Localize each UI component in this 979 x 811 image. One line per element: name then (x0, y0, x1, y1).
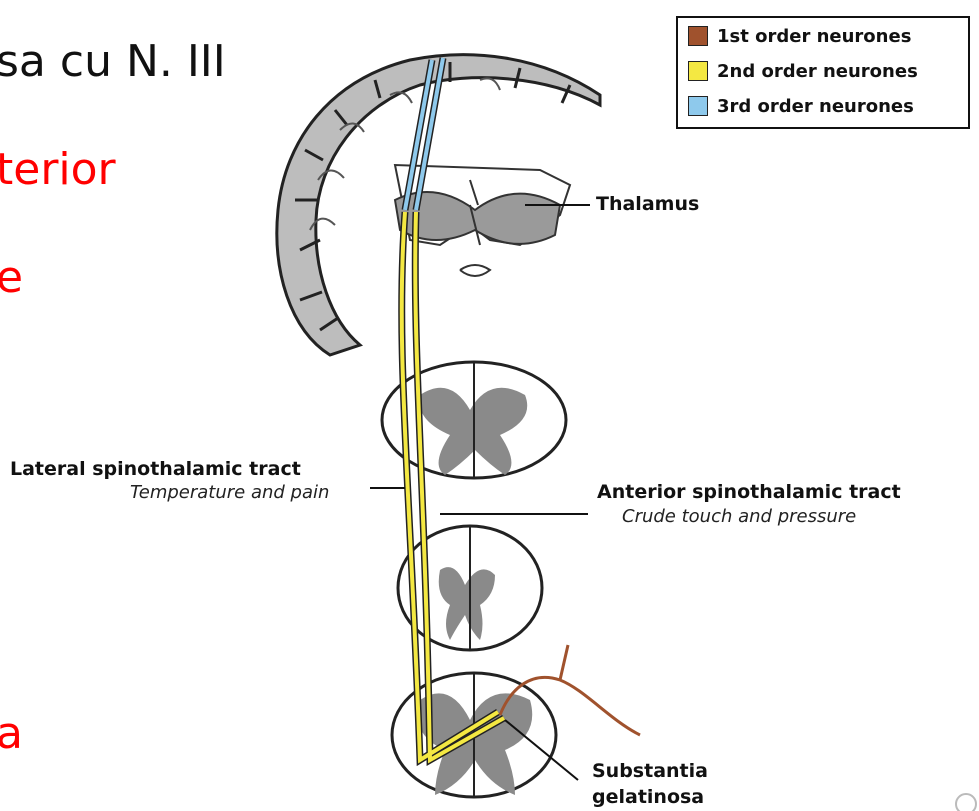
legend-item-second-order: 2nd order neurones (688, 59, 918, 83)
substantia-label-line-2: gelatinosa (592, 786, 704, 808)
substantia-label-line-1: Substantia (592, 760, 708, 782)
watermark-fragment (956, 794, 976, 811)
anterior-tract-subtitle: Crude touch and pressure (622, 506, 856, 527)
third-order-swatch (688, 96, 708, 116)
thalamus-label: Thalamus (596, 193, 699, 215)
legend-item-first-order: 1st order neurones (688, 24, 911, 48)
second-order-swatch (688, 61, 708, 81)
legend-label-third-order: 3rd order neurones (717, 96, 914, 117)
lateral-tract-subtitle: Temperature and pain (130, 482, 329, 503)
first-order-swatch (688, 26, 708, 46)
lateral-tract-title: Lateral spinothalamic tract (10, 458, 301, 480)
legend-label-second-order: 2nd order neurones (717, 61, 918, 82)
spinal-cord-section-middle (398, 526, 542, 650)
legend-item-third-order: 3rd order neurones (688, 94, 914, 118)
anterior-tract-title: Anterior spinothalamic tract (597, 481, 901, 503)
legend-label-first-order: 1st order neurones (717, 26, 911, 47)
neurone-legend: 1st order neurones 2nd order neurones 3r… (676, 16, 970, 129)
